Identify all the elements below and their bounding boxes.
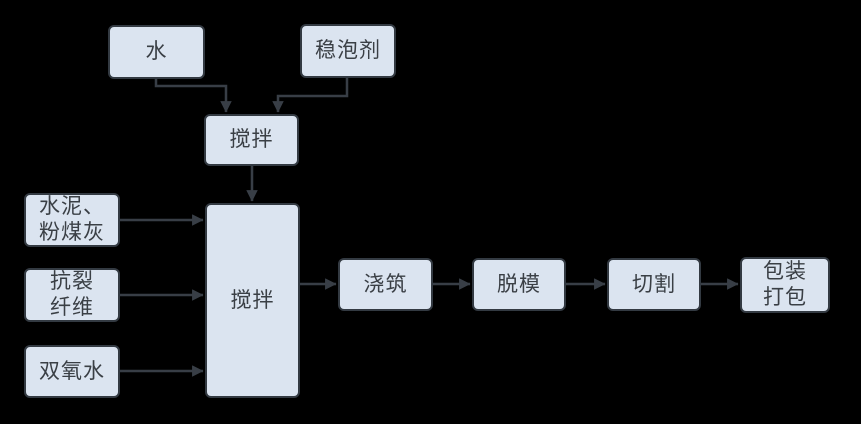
- node-fiber: 抗裂 纤维: [24, 268, 120, 322]
- node-mix-main: 搅拌: [205, 203, 300, 398]
- node-pouring: 浇筑: [338, 258, 433, 311]
- node-packing: 包装 打包: [740, 257, 830, 313]
- node-cement-flyash: 水泥、 粉煤灰: [24, 193, 120, 247]
- node-demolding: 脱模: [472, 258, 566, 311]
- arrow-water-to-mix: [154, 78, 232, 113]
- arrow-stabilizer-to-mix: [272, 78, 349, 113]
- node-cutting: 切割: [607, 258, 701, 311]
- node-peroxide: 双氧水: [24, 345, 120, 398]
- node-mix-top: 搅拌: [204, 114, 299, 166]
- node-water: 水: [108, 25, 205, 79]
- node-stabilizer: 稳泡剂: [300, 24, 396, 78]
